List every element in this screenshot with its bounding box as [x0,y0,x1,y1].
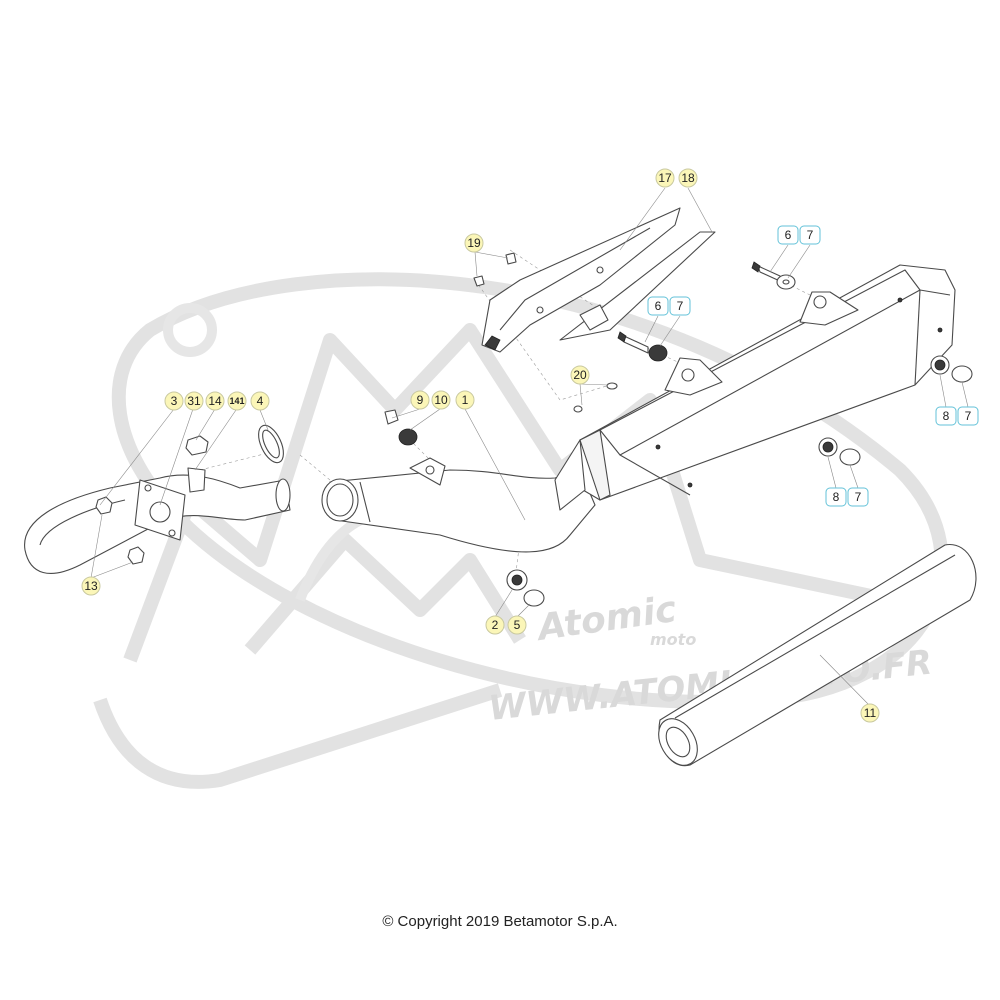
grommet-2 [506,569,528,591]
callout-6-mid: 6 [647,296,669,316]
svg-text:7: 7 [677,299,684,313]
callout-17: 17 [655,168,675,188]
callout-14: 14 [205,391,225,411]
callout-31: 31 [184,391,204,411]
svg-text:20: 20 [573,368,587,382]
callout-8-right: 8 [935,406,957,426]
svg-text:4: 4 [257,394,264,408]
svg-text:3: 3 [171,394,178,408]
callout-10: 10 [431,390,451,410]
svg-text:7: 7 [807,228,814,242]
svg-text:8: 8 [943,409,950,423]
svg-text:19: 19 [467,236,481,250]
callout-11: 11 [860,703,880,723]
svg-text:13: 13 [84,579,98,593]
gasket-ring-4 [258,424,284,464]
heat-shield [481,207,716,353]
callout-1: 1 [455,390,475,410]
callout-7-mid: 7 [669,296,691,316]
callout-5: 5 [507,615,527,635]
grommet-8-center [818,437,838,457]
svg-text:7: 7 [855,490,862,504]
svg-text:6: 6 [785,228,792,242]
washer-5 [523,589,545,607]
callout-3: 3 [164,391,184,411]
svg-text:14: 14 [208,394,222,408]
protective-sleeve-11 [658,544,977,767]
silencer [554,264,956,511]
svg-text:6: 6 [655,299,662,313]
callout-6-upper: 6 [777,225,799,245]
screw-19-left [473,275,485,287]
callout-13: 13 [81,576,101,596]
watermark-brand-sub: moto [650,630,696,649]
washer-10 [398,428,418,446]
svg-text:31: 31 [187,394,201,408]
callout-8-center: 8 [825,487,847,507]
callouts: 3 31 14 141 4 13 9 10 1 2 5 20 19 17 18 … [81,168,979,723]
washer-20 [573,382,618,413]
callout-4: 4 [250,391,270,411]
washer-7-center [839,448,861,466]
svg-text:18: 18 [681,171,695,185]
copyright-notice: © Copyright 2019 Betamotor S.p.A. [382,913,618,930]
washer-7-upper [776,274,796,290]
callout-9: 9 [410,390,430,410]
svg-text:1: 1 [462,393,469,407]
grommet-8-right [930,355,950,375]
leader-lines [90,187,969,707]
svg-text:9: 9 [417,393,424,407]
mid-pipe [321,457,596,553]
svg-text:8: 8 [833,490,840,504]
svg-text:7: 7 [965,409,972,423]
svg-text:10: 10 [434,393,448,407]
callout-2: 2 [485,615,505,635]
plug-14 [185,435,209,456]
svg-text:2: 2 [492,618,499,632]
callout-141: 141 [227,391,247,411]
svg-text:5: 5 [514,618,521,632]
screw-19-right [505,252,517,265]
washer-7-right [951,365,973,383]
svg-text:141: 141 [229,396,244,406]
bolt-6-mid [617,331,649,354]
callout-20: 20 [570,365,590,385]
svg-text:11: 11 [864,706,877,720]
washer-7-mid [648,344,668,362]
callout-7-right: 7 [957,406,979,426]
callout-7-center: 7 [847,487,869,507]
callout-18: 18 [678,168,698,188]
svg-text:17: 17 [658,171,672,185]
callout-19: 19 [464,233,484,253]
nut-13-lower [127,546,145,565]
callout-7-upper: 7 [799,225,821,245]
bolt-9 [384,409,399,425]
